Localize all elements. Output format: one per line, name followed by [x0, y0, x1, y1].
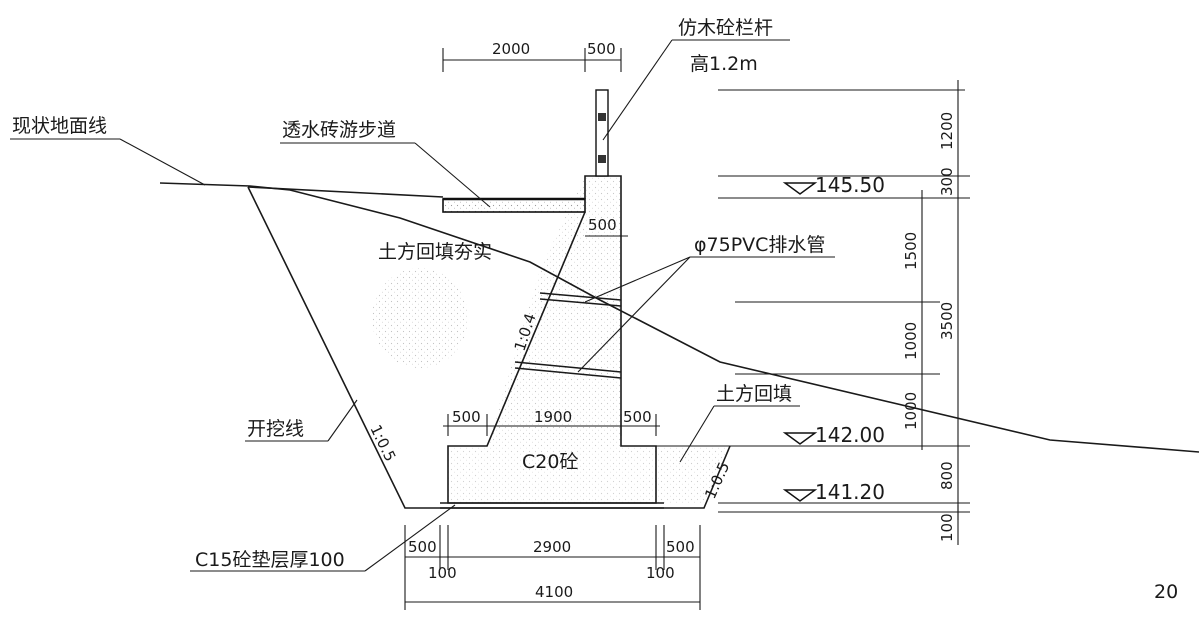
- page-number: 20: [1154, 581, 1178, 603]
- elevation-142-00: 142.00: [815, 423, 885, 447]
- drain-leader-1: [584, 256, 691, 303]
- backfill-label: 土方回填: [716, 383, 792, 405]
- dim-bottom-left-inner: 100: [428, 564, 457, 582]
- railing-mark-1: [598, 113, 606, 121]
- drain-pipe-upper: [539, 292, 622, 301]
- base-concrete-fill: [448, 446, 656, 503]
- concrete-base-label: C20砼: [522, 451, 578, 473]
- excavation-line-label: 开挖线: [247, 418, 304, 440]
- dim-right-100: 100: [938, 513, 956, 542]
- walkway-label: 透水砖游步道: [282, 119, 396, 141]
- dim-bottom-right-inner: 100: [646, 564, 675, 582]
- railing-label: 仿木砼栏杆: [678, 17, 773, 39]
- existing-ground-label: 现状地面线: [12, 115, 107, 137]
- wall-concrete-fill: [487, 176, 621, 446]
- drain-pipe-lower: [514, 361, 622, 373]
- elevation-141-20: 141.20: [815, 480, 885, 504]
- railing-post: [595, 89, 609, 177]
- railing-leader: [602, 39, 673, 141]
- backfill-compacted-label: 土方回填夯实: [378, 241, 492, 263]
- walkway-leader: [414, 142, 491, 208]
- dim-bottom-middle: 2900: [533, 538, 571, 556]
- dim-right-3500: 3500: [938, 302, 956, 340]
- drain-pipe-upper-b: [539, 298, 622, 307]
- cushion-leader: [364, 504, 456, 572]
- existing-ground-line: [159, 182, 1199, 453]
- dim-top-walk: 2000: [492, 40, 530, 58]
- drain-leader-2: [577, 256, 691, 373]
- elev-marker-141-20: [782, 489, 818, 502]
- dim-right-1000b: 1000: [902, 392, 920, 430]
- dim-bottom-left-offset: 500: [408, 538, 437, 556]
- compacted-fill-stipple: [372, 268, 468, 368]
- excavation-leader: [327, 399, 358, 442]
- dim-right-800: 800: [938, 461, 956, 490]
- elevation-145-50: 145.50: [815, 173, 885, 197]
- backfill-leader: [679, 405, 715, 463]
- drain-pipe-label: φ75PVC排水管: [694, 234, 825, 256]
- cushion-layer-label: C15砼垫层厚100: [195, 549, 345, 571]
- dim-base-toe-left: 500: [452, 408, 481, 426]
- dim-right-1200: 1200: [938, 112, 956, 150]
- dim-bottom-right-offset: 500: [666, 538, 695, 556]
- railing-mark-2: [598, 155, 606, 163]
- dim-base-middle: 1900: [534, 408, 572, 426]
- elev-marker-145-50: [782, 182, 818, 195]
- excavation-slope-left-label: 1:0.5: [366, 422, 399, 464]
- elev-marker-142-00: [782, 432, 818, 445]
- walkway-slab: [442, 198, 586, 213]
- dim-top-wall: 500: [587, 40, 616, 58]
- existing-ground-leader-diag: [119, 138, 206, 186]
- dim-bottom-total: 4100: [535, 583, 573, 601]
- drain-pipe-lower-b: [514, 367, 622, 379]
- railing-height-label: 高1.2m: [690, 53, 758, 75]
- dim-wall-top-thickness: 500: [588, 216, 617, 234]
- right-backfill-fill: [656, 446, 730, 503]
- dim-right-1500: 1500: [902, 232, 920, 270]
- dim-right-300: 300: [938, 167, 956, 196]
- excavation-top-line: [247, 186, 444, 198]
- dim-right-1000a: 1000: [902, 322, 920, 360]
- dim-base-toe-right: 500: [623, 408, 652, 426]
